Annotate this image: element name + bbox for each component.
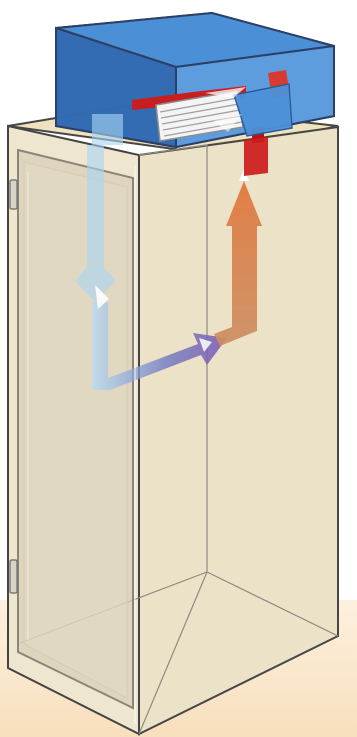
- glass-door-inner-frame: [24, 162, 127, 698]
- warm-air-outlet: [244, 137, 268, 176]
- hinge-icon: [10, 180, 17, 209]
- hinge-icon: [10, 560, 17, 593]
